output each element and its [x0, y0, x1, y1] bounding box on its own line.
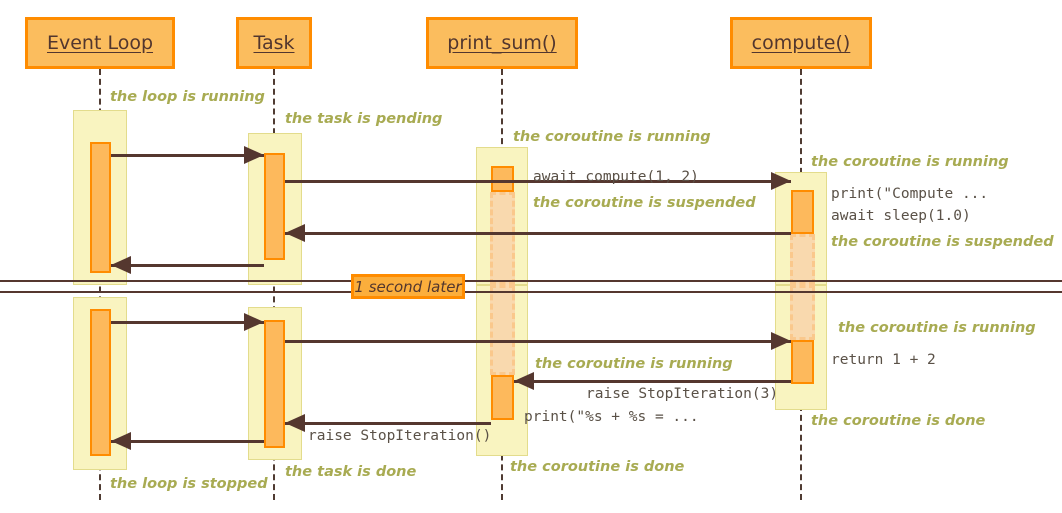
participant-label-print-sum: print_sum() [447, 32, 557, 54]
state-note-n3: the coroutine is running [513, 129, 711, 145]
message-line-m8 [285, 422, 491, 425]
delay-badge: 1 second later [351, 274, 465, 299]
code-text-compute-print: print("Compute ... [831, 186, 989, 202]
arrow-head-m1 [244, 146, 264, 164]
message-line-m3 [285, 232, 791, 235]
activation-printsum-act-1 [491, 166, 514, 192]
state-note-n9: the coroutine is done [811, 413, 986, 429]
activation-task-act-1 [264, 153, 285, 260]
state-note-n6: the coroutine is suspended [831, 234, 1054, 250]
state-note-n10: the coroutine is done [510, 459, 685, 475]
state-note-n12: the loop is stopped [110, 476, 268, 492]
activation-task-act-2 [264, 320, 285, 448]
activation-loop-act-1 [90, 142, 111, 273]
arrow-head-m9 [111, 432, 131, 450]
message-label-m7: raise StopIteration(3) [586, 386, 779, 402]
code-text-compute-sleep: await sleep(1.0) [831, 208, 971, 224]
state-note-n5: the coroutine is suspended [533, 195, 756, 211]
state-note-n11: the task is done [285, 464, 417, 480]
state-note-n7: the coroutine is running [838, 320, 1036, 336]
participant-task[interactable]: Task [236, 17, 312, 69]
message-line-m2 [285, 180, 791, 183]
arrow-head-m3 [285, 224, 305, 242]
state-note-n8: the coroutine is running [535, 356, 733, 372]
arrow-head-m2 [771, 172, 791, 190]
code-text-printsum-print: print("%s + %s = ... [524, 409, 699, 425]
divider-line-1 [0, 280, 1062, 282]
activation-compute-susp-2 [790, 285, 815, 340]
message-line-m9 [111, 440, 264, 443]
participant-compute[interactable]: compute() [730, 17, 872, 69]
arrow-head-m4 [111, 256, 131, 274]
activation-printsum-act-2 [491, 375, 514, 420]
delay-badge-label: 1 second later [354, 277, 462, 296]
arrow-head-m7 [514, 372, 534, 390]
activation-printsum-susp-1 [490, 192, 515, 285]
participant-label-task: Task [253, 32, 295, 54]
code-text-compute-return: return 1 + 2 [831, 352, 936, 368]
participant-label-compute: compute() [751, 32, 851, 54]
message-line-m4 [111, 264, 264, 267]
divider-line-2 [0, 291, 1062, 293]
arrow-head-m6 [771, 332, 791, 350]
activation-printsum-susp-2 [490, 285, 515, 375]
message-label-m2: await compute(1, 2) [533, 169, 699, 185]
message-line-m5 [111, 321, 264, 324]
arrow-head-m5 [244, 313, 264, 331]
state-note-n4: the coroutine is running [811, 154, 1009, 170]
activation-loop-act-2 [90, 309, 111, 456]
message-line-m1 [111, 154, 264, 157]
participant-event-loop[interactable]: Event Loop [25, 17, 175, 69]
state-note-n2: the task is pending [285, 111, 443, 127]
message-label-m8: raise StopIteration() [308, 428, 492, 444]
activation-compute-act-2 [791, 340, 814, 384]
participant-label-event-loop: Event Loop [46, 32, 154, 54]
participant-print-sum[interactable]: print_sum() [426, 17, 578, 69]
activation-compute-act-1 [791, 190, 814, 234]
activation-compute-susp-1 [790, 234, 815, 285]
message-line-m7 [514, 380, 791, 383]
message-line-m6 [285, 340, 791, 343]
state-note-n1: the loop is running [110, 89, 265, 105]
arrow-head-m8 [285, 414, 305, 432]
